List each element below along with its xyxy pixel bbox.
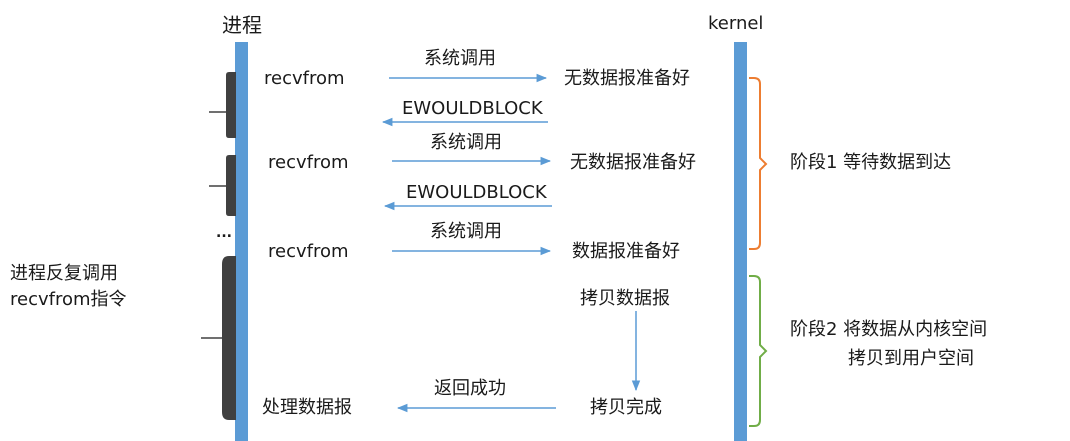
left-note-line1: 进程反复调用 <box>10 263 118 284</box>
block-bar-3 <box>222 256 236 420</box>
kernel-state-2: 无数据报准备好 <box>570 152 696 173</box>
stage1-brace <box>749 77 768 250</box>
recvfrom-call-2: recvfrom <box>268 152 349 173</box>
ellipsis: ... <box>216 225 232 241</box>
syscall-label-2: 系统调用 <box>430 132 502 153</box>
process-lane <box>235 42 248 441</box>
stage2-label-line2: 拷贝到用户空间 <box>848 348 974 369</box>
block-bar-1 <box>226 72 236 138</box>
ewouldblock-label-1: EWOULDBLOCK <box>402 98 543 119</box>
syscall-label-1: 系统调用 <box>424 48 496 69</box>
block-bar-2 <box>226 155 236 216</box>
copy-done-label: 拷贝完成 <box>590 397 662 418</box>
kernel-state-3: 数据报准备好 <box>572 241 680 262</box>
recvfrom-call-1: recvfrom <box>264 68 345 89</box>
return-success-label: 返回成功 <box>434 378 506 399</box>
ewouldblock-label-2: EWOULDBLOCK <box>406 182 547 203</box>
recvfrom-call-3: recvfrom <box>268 241 349 262</box>
kernel-lane <box>734 42 747 441</box>
stage2-brace <box>749 275 768 427</box>
kernel-state-1: 无数据报准备好 <box>564 68 690 89</box>
process-datagram-label: 处理数据报 <box>262 397 352 418</box>
stage1-label: 阶段1 等待数据到达 <box>790 152 952 173</box>
copy-step-label: 拷贝数据报 <box>580 288 670 309</box>
process-header: 进程 <box>222 13 262 37</box>
kernel-header: kernel <box>708 13 764 34</box>
syscall-label-3: 系统调用 <box>430 221 502 242</box>
left-note-line2: recvfrom指令 <box>10 289 127 310</box>
stage2-label-line1: 阶段2 将数据从内核空间 <box>790 319 988 340</box>
